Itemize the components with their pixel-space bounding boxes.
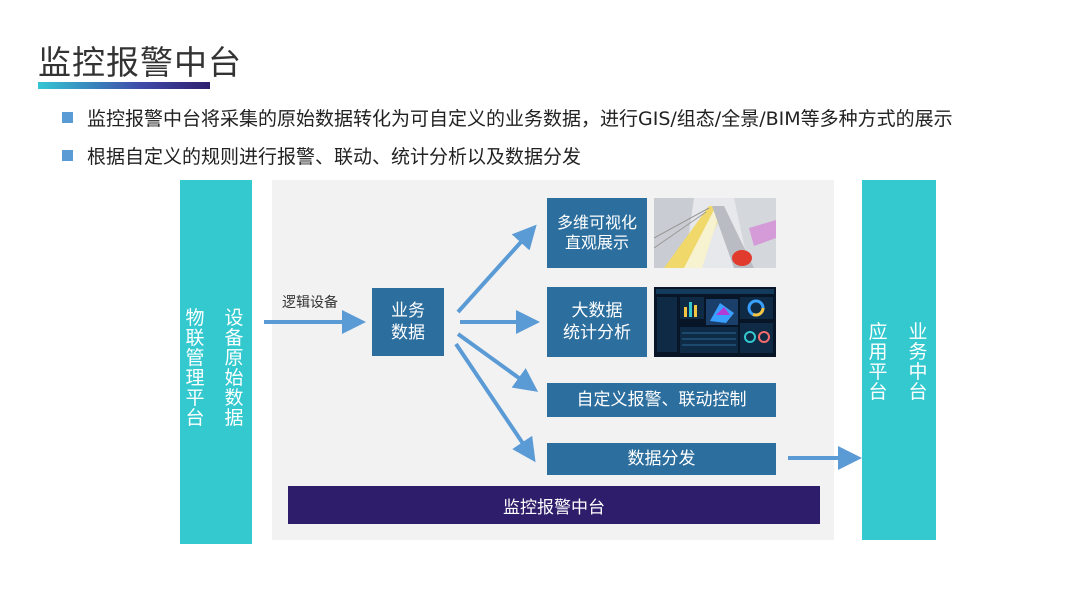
arrow-to-visualization bbox=[458, 232, 530, 312]
monitoring-alarm-platform-bar: 监控报警中台 bbox=[288, 486, 820, 524]
